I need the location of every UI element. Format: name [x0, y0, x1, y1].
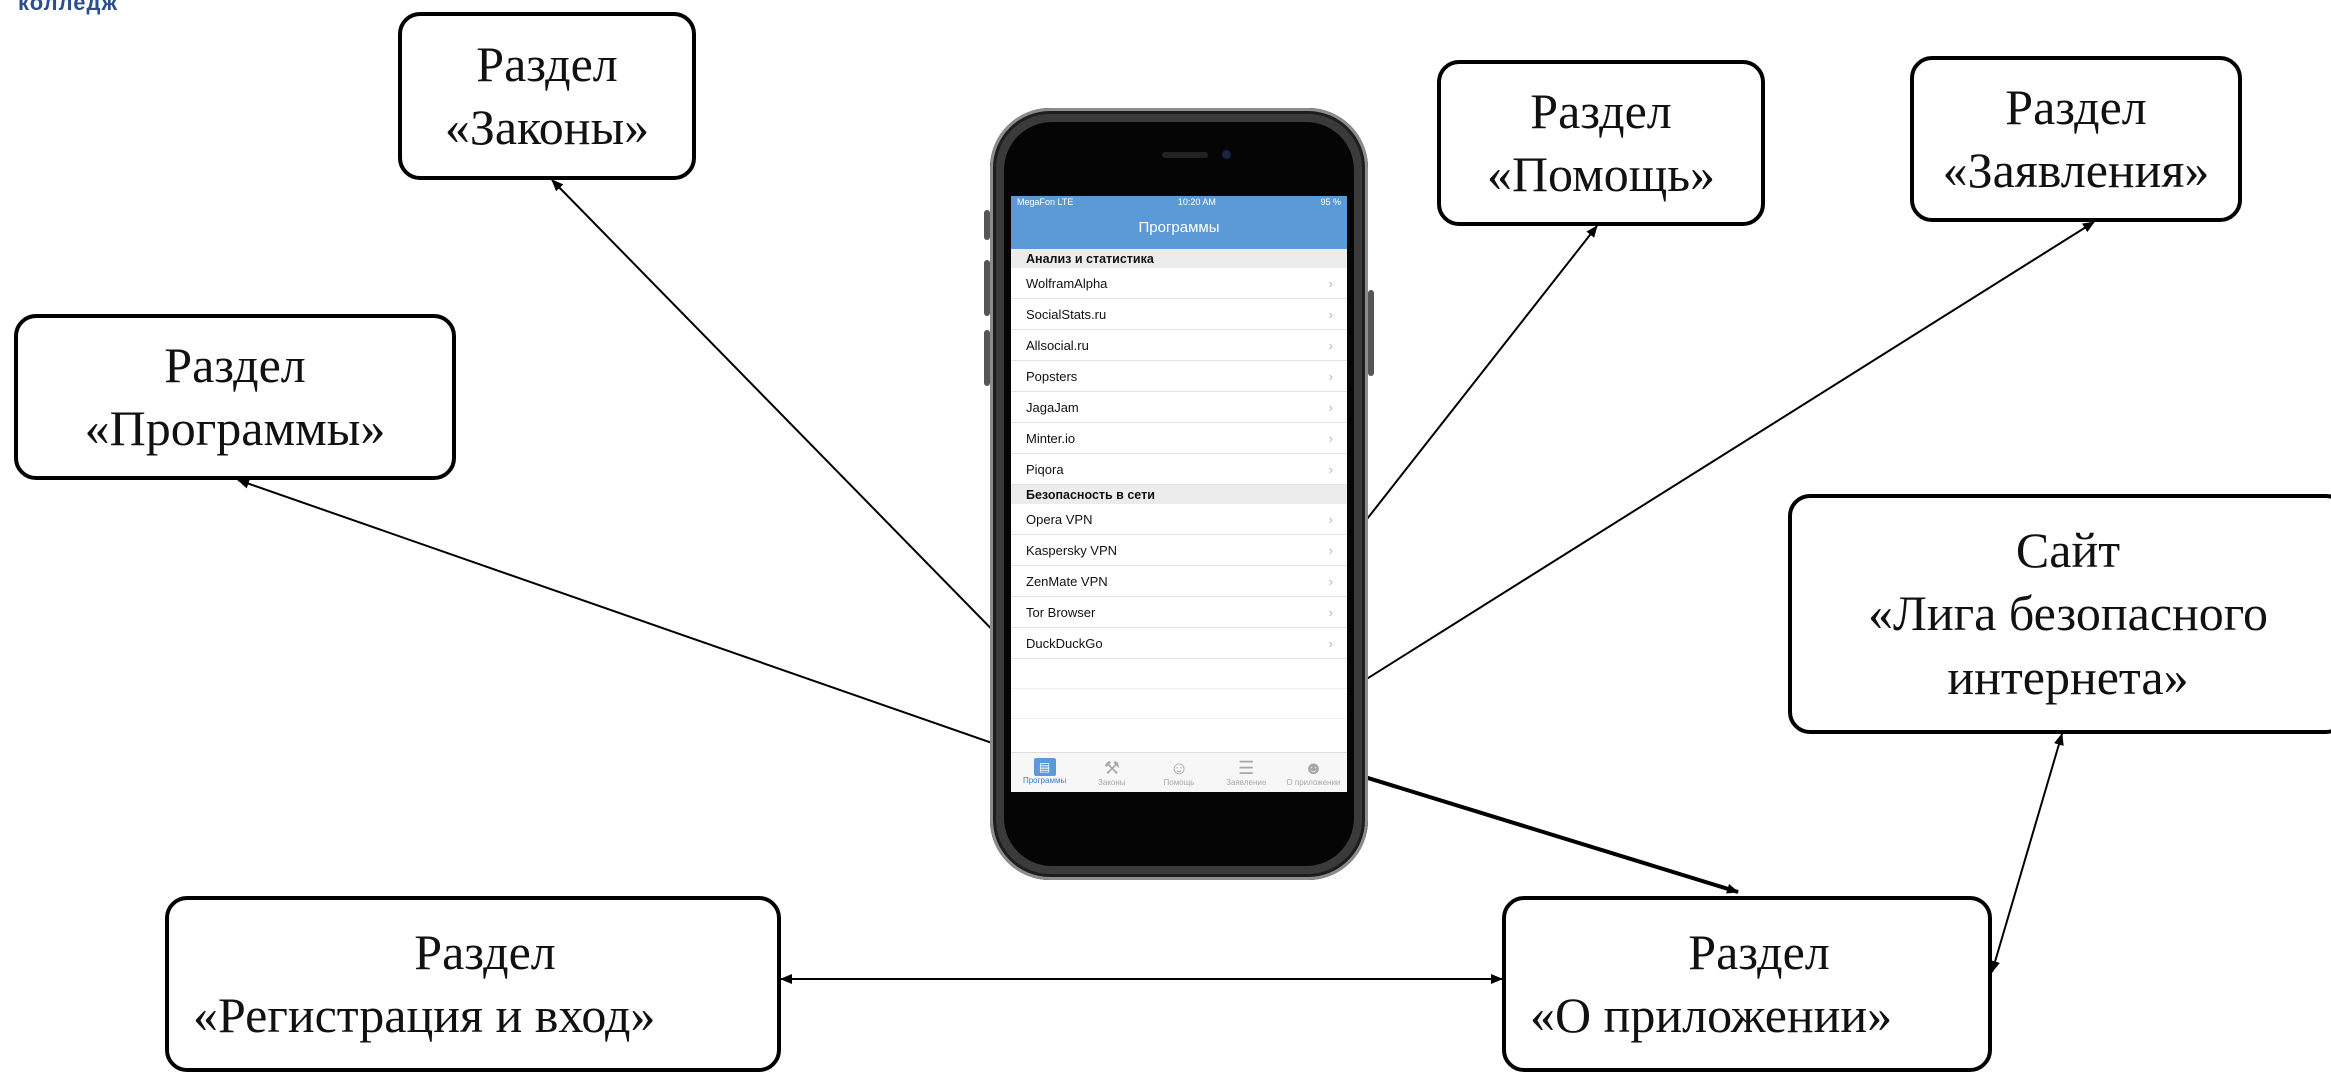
box-registration: Раздел «Регистрация и вход» — [165, 896, 781, 1072]
box-statements-line1: Раздел — [2005, 78, 2147, 135]
list-item-label: DuckDuckGo — [1026, 636, 1103, 651]
list-item-label: SocialStats.ru — [1026, 307, 1107, 322]
phone-side-button — [984, 210, 990, 240]
chevron-right-icon: › — [1328, 605, 1333, 620]
phone-speaker — [1162, 152, 1208, 158]
status-bar: MegaFon LTE 10:20 AM 95 % — [1011, 196, 1347, 207]
programs-tab-icon: ▤ — [1033, 758, 1056, 776]
chevron-right-icon: › — [1328, 512, 1333, 527]
section-header: Анализ и статистика — [1011, 249, 1347, 268]
box-help-line1: Раздел — [1530, 82, 1672, 139]
empty-row — [1011, 689, 1347, 719]
phone-power-button — [1368, 290, 1374, 376]
arrow-site — [1990, 733, 2064, 973]
tab-statement[interactable]: ☰ Заявление — [1213, 753, 1280, 792]
tab-label: Помощь — [1163, 778, 1195, 787]
list-item-label: Piqora — [1026, 462, 1064, 477]
box-registration-line2: «Регистрация и вход» — [193, 987, 656, 1043]
list-item-label: WolframAlpha — [1026, 276, 1108, 291]
box-programs-line1: Раздел — [164, 336, 306, 393]
list-item-label: Kaspersky VPN — [1026, 543, 1118, 558]
box-about: Раздел «О приложении» — [1502, 896, 1992, 1072]
status-carrier: MegaFon LTE — [1017, 197, 1074, 207]
list-item[interactable]: Piqora › — [1011, 454, 1347, 485]
tab-label: Программы — [1022, 776, 1067, 785]
phone-volume-down — [984, 330, 990, 386]
arrow-about — [1315, 760, 1739, 894]
list-item[interactable]: JagaJam › — [1011, 392, 1347, 423]
tab-help[interactable]: ☺ Помощь — [1145, 753, 1212, 792]
box-help: Раздел «Помощь» — [1437, 60, 1765, 226]
box-help-line2: «Помощь» — [1486, 146, 1716, 202]
chevron-right-icon: › — [1328, 462, 1333, 477]
phone-screen: MegaFon LTE 10:20 AM 95 % Программы Анал… — [1011, 196, 1347, 792]
tab-label: О приложении — [1286, 778, 1341, 787]
status-time: 10:20 AM — [1177, 197, 1216, 207]
phone-volume-up — [984, 260, 990, 316]
tab-laws[interactable]: ⚒ Законы — [1078, 753, 1145, 792]
box-about-line2: «О приложении» — [1530, 987, 1893, 1043]
chevron-right-icon: › — [1328, 307, 1333, 322]
chevron-right-icon: › — [1328, 543, 1333, 558]
list-item-label: Popsters — [1026, 369, 1078, 384]
section-header: Безопасность в сети — [1011, 485, 1347, 504]
chevron-right-icon: › — [1328, 636, 1333, 651]
box-laws: Раздел «Законы» — [398, 12, 696, 180]
logo-text: колледж — [18, 0, 119, 15]
chevron-right-icon: › — [1328, 276, 1333, 291]
status-battery: 95 % — [1320, 197, 1341, 207]
empty-row — [1011, 659, 1347, 689]
box-statements-line2: «Заявления» — [1942, 142, 2210, 198]
box-site-line2: «Лига безопасного — [1867, 585, 2269, 642]
chevron-right-icon: › — [1328, 574, 1333, 589]
list-item[interactable]: Kaspersky VPN › — [1011, 535, 1347, 566]
list-item-label: Opera VPN — [1026, 512, 1093, 527]
chevron-right-icon: › — [1328, 369, 1333, 384]
gavel-icon: ⚒ — [1103, 758, 1120, 778]
box-programs-line2: «Программы» — [84, 400, 386, 456]
list-item[interactable]: DuckDuckGo › — [1011, 628, 1347, 659]
arrow-programs — [237, 478, 1059, 768]
box-about-line1: Раздел — [1688, 923, 1830, 980]
tab-label: Законы — [1098, 778, 1126, 787]
tab-about[interactable]: ☻ О приложении — [1280, 753, 1347, 792]
screen-title: Программы — [1138, 219, 1220, 236]
list-item[interactable]: Minter.io › — [1011, 423, 1347, 454]
list-item-label: ZenMate VPN — [1026, 574, 1108, 589]
box-site: Сайт «Лига безопасного интернета» — [1788, 494, 2331, 734]
list-item[interactable]: SocialStats.ru › — [1011, 299, 1347, 330]
box-statements: Раздел «Заявления» — [1910, 56, 2242, 222]
camera-icon — [1222, 150, 1231, 159]
help-icon: ☺ — [1169, 758, 1189, 778]
list-item-label: Tor Browser — [1026, 605, 1096, 620]
box-site-line1: Сайт — [2015, 521, 2121, 578]
list-item[interactable]: Opera VPN › — [1011, 504, 1347, 535]
tab-programs[interactable]: ▤ Программы — [1011, 753, 1078, 792]
arrow-statements — [1243, 221, 2095, 757]
box-registration-line1: Раздел — [414, 923, 556, 980]
list-item[interactable]: Allsocial.ru › — [1011, 330, 1347, 361]
chevron-right-icon: › — [1328, 431, 1333, 446]
list-item-label: Allsocial.ru — [1026, 338, 1089, 353]
document-icon: ☰ — [1238, 758, 1255, 778]
list-item-label: JagaJam — [1026, 400, 1079, 415]
box-laws-line2: «Законы» — [444, 99, 650, 155]
nav-bar: Программы — [1011, 206, 1347, 249]
list-item[interactable]: WolframAlpha › — [1011, 268, 1347, 299]
box-programs: Раздел «Программы» — [14, 314, 456, 480]
chevron-right-icon: › — [1328, 338, 1333, 353]
box-site-line3: интернета» — [1947, 648, 2189, 705]
list-item[interactable]: Popsters › — [1011, 361, 1347, 392]
list-item-label: Minter.io — [1026, 431, 1076, 446]
list-item[interactable]: ZenMate VPN › — [1011, 566, 1347, 597]
tab-bar: ▤ Программы ⚒ Законы ☺ Помощь ☰ Заявлени… — [1011, 752, 1347, 792]
tab-label: Заявление — [1226, 778, 1267, 787]
list-item[interactable]: Tor Browser › — [1011, 597, 1347, 628]
box-laws-line1: Раздел — [476, 35, 618, 92]
user-icon: ☻ — [1303, 758, 1323, 778]
chevron-right-icon: › — [1328, 400, 1333, 415]
